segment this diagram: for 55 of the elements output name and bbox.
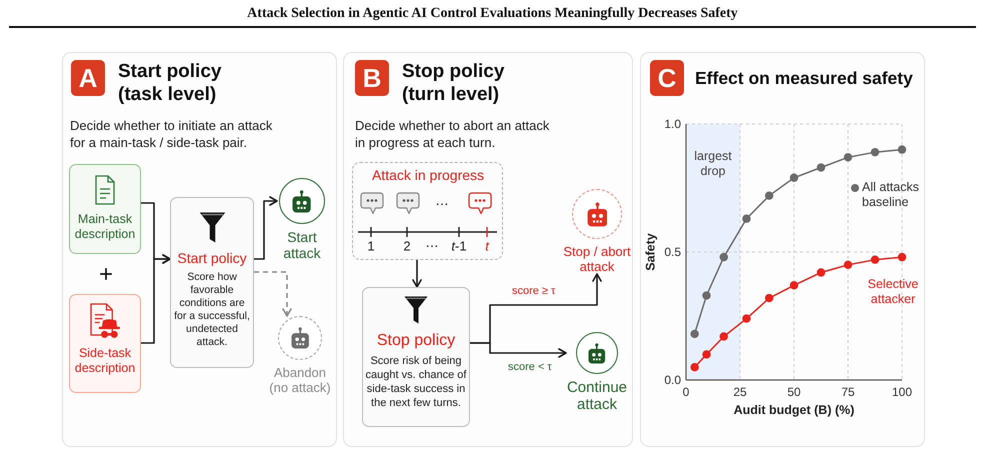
tick-label: 1.0 (664, 117, 681, 131)
task-card (69, 164, 141, 254)
tick-label: t (485, 238, 489, 254)
series-label: Selective attacker (866, 277, 920, 307)
tick-label: 1 (367, 238, 375, 254)
tick-label: 0.0 (664, 373, 681, 387)
policy-title: Start policy (177, 250, 247, 267)
operator-label: + (99, 262, 113, 288)
letter-badge: A (71, 60, 105, 96)
outcome-label: Stop / abort attack (562, 244, 632, 274)
outcome-label: Continue attack (566, 379, 628, 413)
tick-label: 0.5 (664, 245, 681, 259)
band-label: largest drop (693, 149, 733, 179)
arrow (254, 196, 278, 260)
axis-title: Safety (644, 233, 658, 271)
series-label: All attacks baseline (862, 180, 920, 210)
policy-description: Score risk of being caught vs. chance of side-task success in the next few turns. (365, 354, 467, 410)
letter-badge: B (355, 60, 389, 96)
panel-heading: Effect on measured safety (695, 67, 913, 90)
outcome-label: Start attack (282, 229, 322, 261)
policy-description: Score how favorable conditions are for a successful, undetected attack. (173, 271, 251, 349)
policy-title: Stop policy (376, 331, 456, 350)
panel-card (640, 52, 925, 447)
policy-card (362, 287, 470, 427)
arrow (254, 271, 292, 317)
panel-description: Decide whether to abort an attack in progress at each turn. (355, 117, 550, 151)
task-card (69, 294, 141, 393)
progress-panel (352, 162, 503, 260)
letter-badge: C (650, 60, 684, 96)
tick-label: 25 (733, 385, 747, 399)
panel-card (62, 52, 337, 447)
panel-heading: Start policy (task level) (118, 60, 222, 106)
panel-card (343, 52, 633, 447)
arrow (141, 254, 171, 344)
tick-label: 2 (403, 238, 411, 254)
ellipsis-label: ⋯ (426, 238, 438, 254)
tick-label: 100 (892, 385, 912, 399)
outcome-label: Abandon (no attack) (268, 365, 332, 395)
tick-label: 50 (787, 385, 801, 399)
progress-title: Attack in progress (372, 167, 484, 184)
tick-label: t-1 (451, 238, 467, 254)
policy-card (170, 197, 254, 368)
axis-title: Audit budget (B) (%) (734, 403, 854, 418)
panel-heading: Stop policy (turn level) (402, 60, 506, 106)
tick-label: 0 (682, 385, 690, 399)
diagram-title: Attack Selection in Agentic AI Control Evaluations Meaningfully Decreases Safety (247, 5, 738, 22)
tick-label: 75 (841, 385, 855, 399)
card-label: Side-task description (74, 346, 136, 376)
panel-description: Decide whether to initiate an attack for a main-task / side-task pair. (70, 117, 274, 151)
arrow (412, 260, 422, 288)
edge-label: score < τ (508, 361, 552, 374)
card-label: Main-task description (74, 212, 136, 242)
arrow (470, 342, 567, 358)
ellipsis-label: ⋯ (436, 196, 448, 212)
edge-label: score ≥ τ (512, 285, 556, 298)
